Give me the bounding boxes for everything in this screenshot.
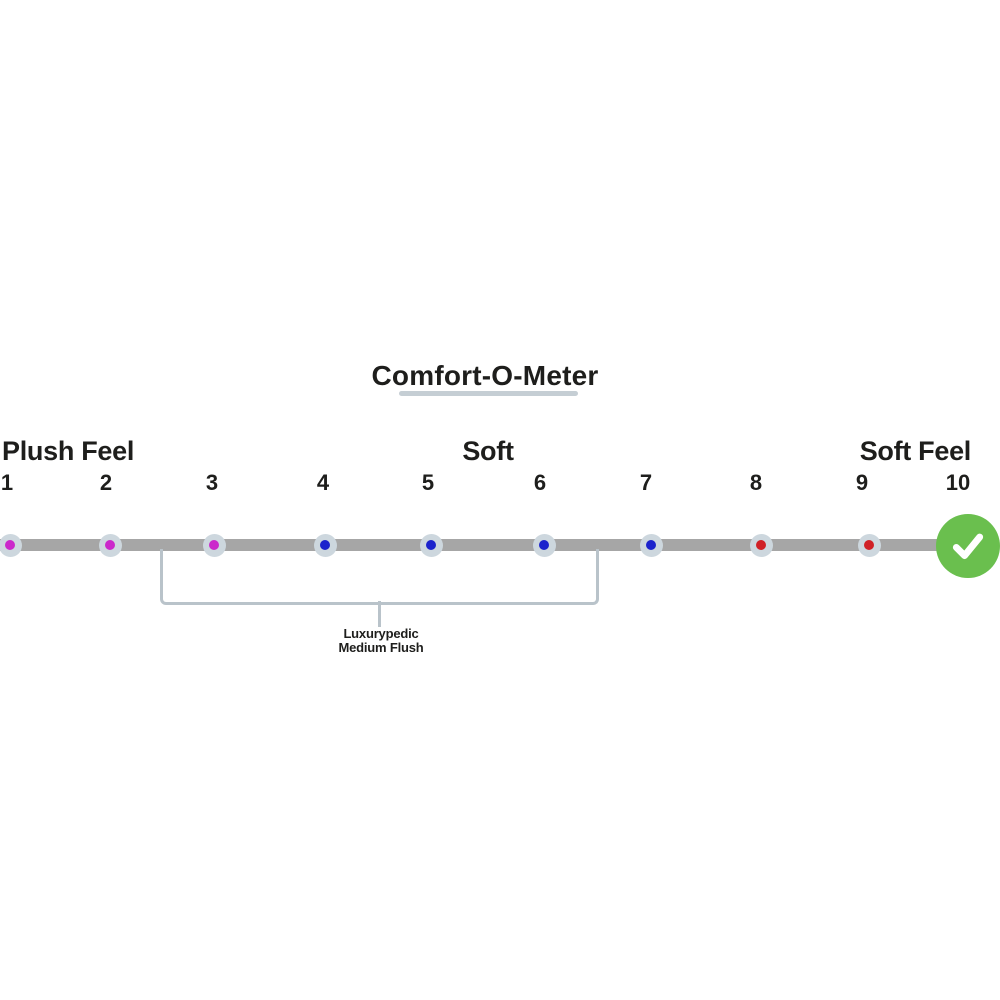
scale-dot-4 xyxy=(320,540,330,550)
scale-point-4 xyxy=(313,533,337,557)
scale-number-4: 4 xyxy=(316,470,330,495)
scale-number-6: 6 xyxy=(533,470,547,495)
scale-dot-6 xyxy=(539,540,549,550)
range-bracket xyxy=(160,549,599,605)
scale-number-7: 7 xyxy=(639,470,653,495)
scale-point-3 xyxy=(202,533,226,557)
scale-dot-5 xyxy=(426,540,436,550)
scale-point-9 xyxy=(857,533,881,557)
range-annotation: Luxurypedic Medium Flush xyxy=(339,627,424,654)
label-soft-feel: Soft Feel xyxy=(859,436,972,466)
scale-point-8 xyxy=(749,533,773,557)
scale-number-5: 5 xyxy=(421,470,435,495)
range-annotation-line1: Luxurypedic xyxy=(343,626,419,641)
scale-dot-9 xyxy=(864,540,874,550)
scale-dot-3 xyxy=(209,540,219,550)
label-soft: Soft xyxy=(462,436,514,466)
scale-point-6 xyxy=(532,533,556,557)
scale-number-8: 8 xyxy=(749,470,763,495)
scale-bar xyxy=(0,539,950,551)
scale-dot-7 xyxy=(646,540,656,550)
scale-number-9: 9 xyxy=(855,470,869,495)
scale-number-2: 2 xyxy=(99,470,113,495)
scale-point-7 xyxy=(639,533,663,557)
title-underline xyxy=(399,391,578,396)
page-title: Comfort-O-Meter xyxy=(371,360,599,391)
scale-dot-2 xyxy=(105,540,115,550)
scale-number-1: 1 xyxy=(0,470,14,495)
check-icon xyxy=(936,514,1000,578)
scale-number-10: 10 xyxy=(945,470,971,495)
range-bracket-stub xyxy=(378,601,381,627)
scale-dot-8 xyxy=(756,540,766,550)
label-plush-feel: Plush Feel xyxy=(2,436,135,466)
scale-point-1 xyxy=(0,533,22,557)
scale-point-5 xyxy=(419,533,443,557)
range-annotation-line2: Medium Flush xyxy=(338,639,424,655)
scale-point-2 xyxy=(98,533,122,557)
scale-dot-1 xyxy=(5,540,15,550)
scale-number-3: 3 xyxy=(205,470,219,495)
